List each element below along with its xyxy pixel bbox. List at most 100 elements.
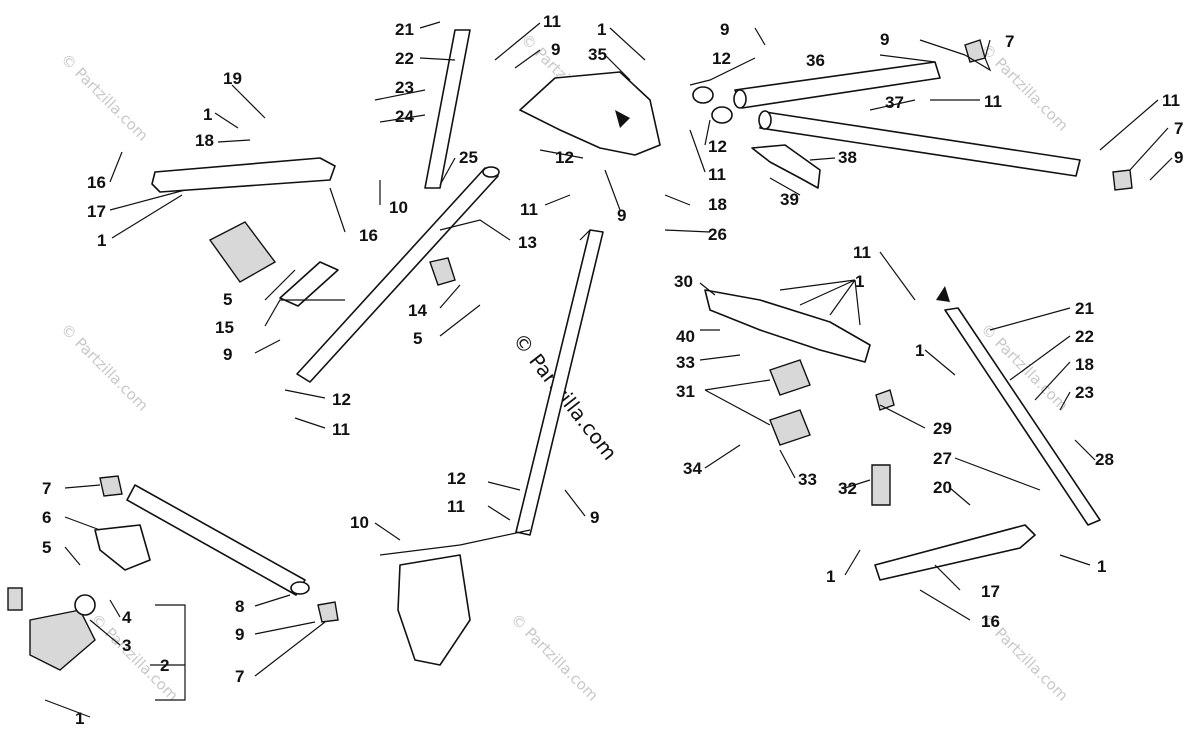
callout-9: 9 [223,345,232,364]
callout-25: 25 [459,148,478,167]
clamp-lower-left [99,475,123,497]
callout-11: 11 [853,243,871,262]
bracket-6 [94,524,151,571]
bushing [711,106,733,124]
callout-18: 18 [1075,355,1094,374]
callout-14: 14 [408,301,427,320]
callout-33: 33 [798,470,817,489]
clamp-right [1112,169,1133,191]
callout-27: 27 [933,449,952,468]
callout-17: 17 [87,202,106,221]
callout-24: 24 [395,107,414,126]
callout-9: 9 [235,625,244,644]
watermark-text: © Partzilla.com [57,320,152,415]
tube-end [290,581,310,595]
callout-23: 23 [395,78,414,97]
callout-7: 7 [42,479,51,498]
callout-29: 29 [933,419,952,438]
callout-12: 12 [332,390,351,409]
callout-6: 6 [42,508,51,527]
callout-11: 11 [543,12,561,31]
actuator-motor [29,609,96,671]
vertical-bar-upper [424,29,471,189]
callout-33: 33 [676,353,695,372]
callout-8: 8 [235,597,244,616]
callout-11: 11 [1162,91,1180,110]
callout-1: 1 [1097,557,1106,576]
callout-16: 16 [359,226,378,245]
callout-28: 28 [1095,450,1114,469]
callout-32: 32 [838,479,857,498]
callout-17: 17 [981,582,1000,601]
clamp-upper-right [964,39,986,63]
bushing [692,86,714,104]
watermark-text: © Partzilla.com [977,40,1072,135]
pump-31b [769,409,811,446]
callout-9: 9 [551,40,560,59]
callout-1: 1 [75,709,84,728]
connector-block [208,221,277,283]
callout-7: 7 [1174,119,1183,138]
callout-38: 38 [838,148,857,167]
clamp-lower [317,601,339,623]
callout-11: 11 [447,497,465,516]
callout-12: 12 [447,469,466,488]
callout-3: 3 [122,636,131,655]
callout-5: 5 [42,538,51,557]
leader-lines [44,21,1173,718]
part-drawings [7,29,1133,671]
callout-1: 1 [203,105,212,124]
callout-22: 22 [395,49,414,68]
callout-9: 9 [590,508,599,527]
callout-2: 2 [160,656,169,675]
callout-9: 9 [880,30,889,49]
callout-4: 4 [122,608,132,627]
mount-plate-30 [704,289,871,363]
brace-upper-left [151,157,336,193]
pump-31 [769,359,811,396]
callout-9: 9 [1174,148,1183,167]
tube-end [758,110,772,130]
callout-19: 19 [223,69,242,88]
fitting-32 [871,464,891,506]
callout-21: 21 [1075,299,1094,318]
callout-23: 23 [1075,383,1094,402]
grommet-14 [429,257,456,286]
callout-12: 12 [712,49,731,68]
gear-housing [397,554,471,666]
callout-39: 39 [780,190,799,209]
callout-5: 5 [223,290,232,309]
callout-30: 30 [674,272,693,291]
callout-9: 9 [720,20,729,39]
callout-12: 12 [708,137,727,156]
callout-11: 11 [708,165,726,184]
relay-bracket-15 [279,261,339,307]
callout-1: 1 [826,567,835,586]
brace-lower-right [874,524,1036,581]
tube-end [482,166,500,178]
callout-22: 22 [1075,327,1094,346]
watermark-text: © Partzilla.com [57,50,152,145]
callout-11: 11 [984,92,1002,111]
column-tube [515,229,604,536]
callout-1: 1 [597,20,606,39]
plug-connector [7,587,23,611]
callout-10: 10 [389,198,408,217]
upper-mount-35 [519,71,661,156]
callout-1: 1 [97,231,106,250]
callout-labels: 19 1 18 16 17 1 16 10 21 22 23 24 25 11 … [42,12,1183,728]
callout-18: 18 [195,131,214,150]
callout-21: 21 [395,20,414,39]
bracket-38 [751,144,821,189]
callout-11: 11 [332,420,350,439]
tube-lower [126,484,306,596]
tube-end [733,89,747,109]
callout-31: 31 [676,382,695,401]
callout-5: 5 [413,329,422,348]
callout-9: 9 [617,206,626,225]
callout-36: 36 [806,51,825,70]
callout-40: 40 [676,327,695,346]
callout-35: 35 [588,45,607,64]
